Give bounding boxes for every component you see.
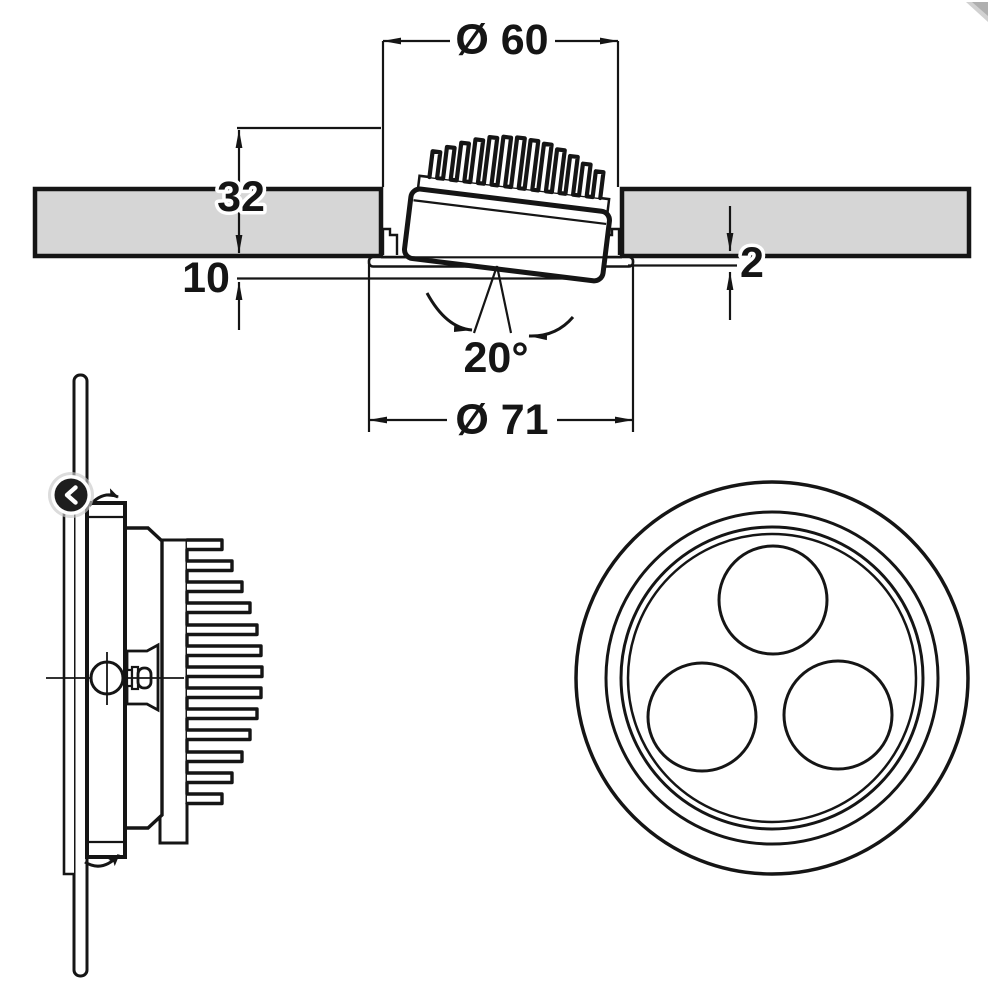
heatsink-fins-side [185, 538, 264, 806]
dim-label-cutout-diameter: Ø 60 [455, 16, 548, 64]
dim-label-protrusion-depth: 10 [182, 254, 230, 302]
ceiling-panel-left [32, 186, 384, 259]
trim-inner-circle [604, 510, 940, 846]
side-view [46, 373, 264, 978]
trim-outer-circle [574, 480, 970, 876]
bezel-circle [619, 525, 925, 831]
corner-shadow-artifact [966, 2, 988, 22]
dim-trim-lip-height: 2 [628, 206, 767, 320]
corner-shadow-artifact-dark [972, 2, 988, 16]
dim-recess-depth: 32 [214, 126, 381, 254]
dim-label-trim-diameter: Ø 71 [455, 396, 548, 444]
prev-button-disc [54, 478, 88, 512]
section-view: Ø 60 32 10 2 20° [32, 13, 972, 448]
chevron-left-icon [64, 485, 78, 505]
ceiling-panel-right [619, 186, 972, 259]
dim-trim-diameter: Ø 71 [367, 259, 635, 448]
carousel-prev-button[interactable] [48, 472, 94, 518]
dim-label-swivel-angle: 20° [463, 334, 528, 382]
bezel-inner-circle [626, 532, 918, 824]
dim-label-trim-lip-height: 2 [740, 239, 764, 287]
spring-clip-left [381, 227, 399, 255]
dim-swivel-angle: 20° [425, 265, 575, 386]
heatsink-backplate [158, 538, 189, 845]
front-view [574, 480, 970, 876]
led-lens-top [717, 544, 829, 656]
led-lens-bottom-left [646, 661, 758, 773]
led-lens-bottom-right [782, 659, 894, 771]
dim-protrusion-depth: 10 [179, 251, 577, 330]
trim-ring-flange-edge [62, 495, 74, 876]
dim-cutout-diameter: Ø 60 [381, 13, 620, 187]
dim-label-recess-depth: 32 [217, 173, 265, 221]
rotate-arrow-bottom [84, 853, 121, 868]
lens-plate-line [413, 199, 607, 226]
heatsink-fins-section [427, 134, 606, 201]
